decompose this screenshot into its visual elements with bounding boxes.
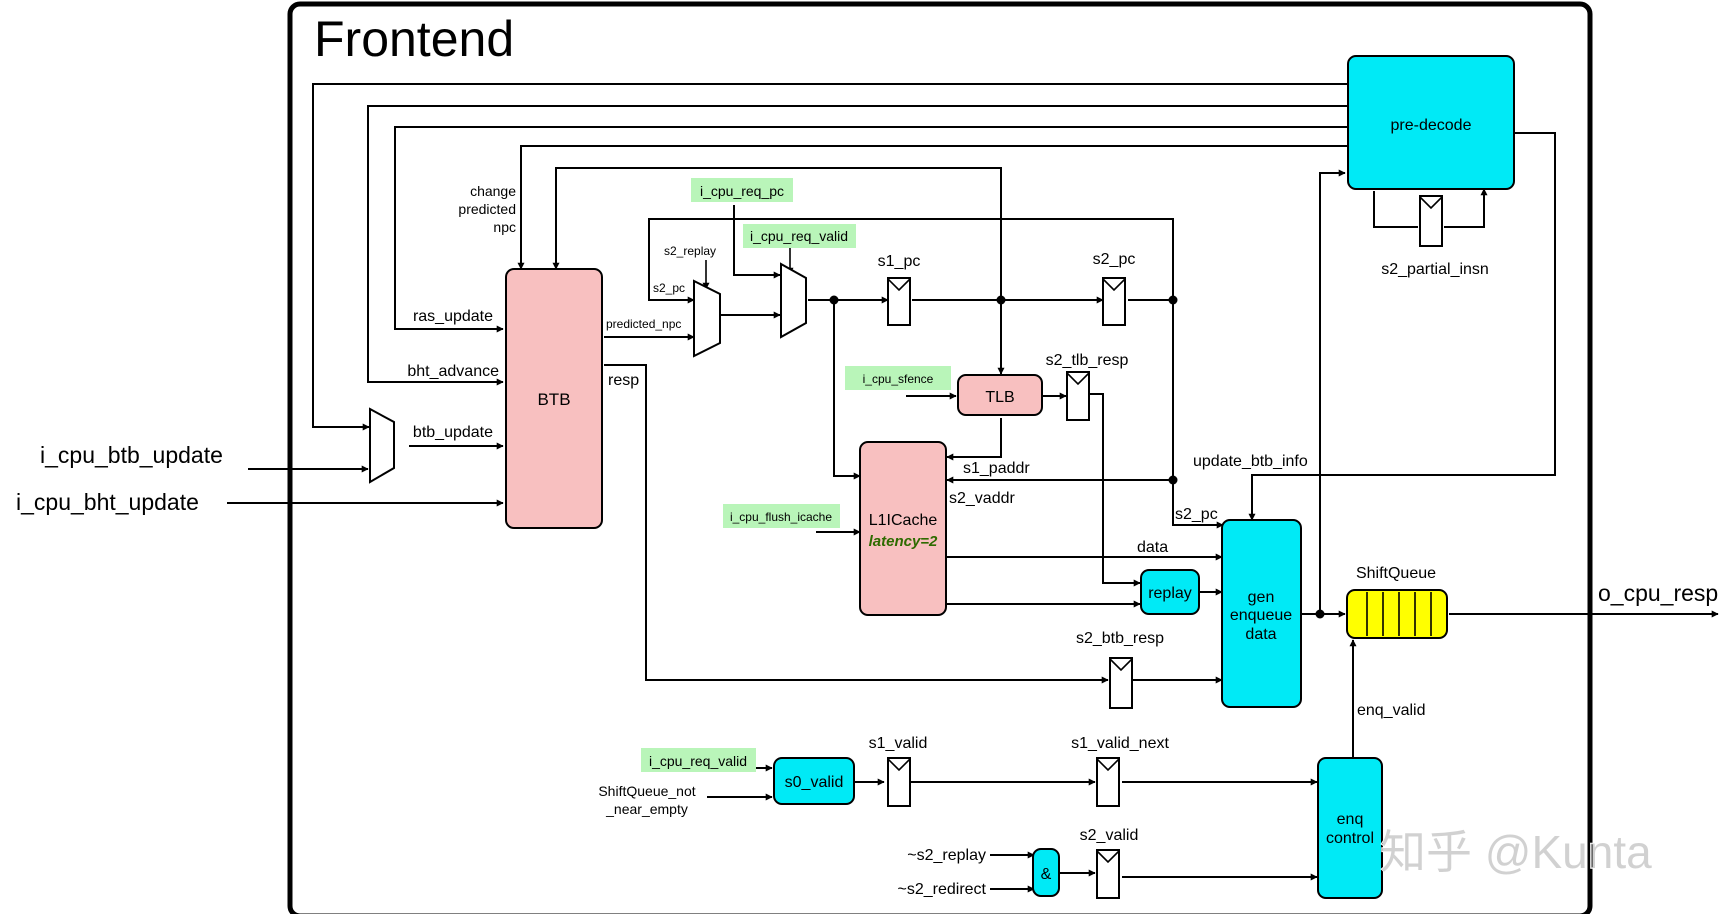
l1icache-block <box>859 441 947 616</box>
gen-enqueue-label-2: enqueue <box>1230 607 1292 624</box>
input-shiftqueue-not-1: ShiftQueue_not <box>598 783 695 799</box>
label-s2-valid: s2_valid <box>1080 827 1139 844</box>
label-s2-pc-gen: s2_pc <box>1175 506 1218 523</box>
label-s1-paddr: s1_paddr <box>963 460 1030 477</box>
label-update-btb-info: update_btb_info <box>1193 453 1308 470</box>
s2-tlb-resp-register <box>1066 371 1090 421</box>
btb-label: BTB <box>537 390 570 409</box>
gen-enqueue-block <box>1221 519 1302 708</box>
label-s2-vaddr: s2_vaddr <box>949 490 1015 507</box>
s0-valid-label: s0_valid <box>785 774 844 791</box>
flush-icache-highlight <box>723 504 840 528</box>
label-s2-tlb-resp: s2_tlb_resp <box>1046 352 1129 369</box>
label-s2-btb-resp: s2_btb_resp <box>1076 630 1164 647</box>
junction-dots <box>829 295 1325 619</box>
label-predicted-npc: predicted_npc <box>606 317 681 331</box>
label-bht-advance: bht_advance <box>407 363 499 380</box>
output-cpu-resp: o_cpu_resp <box>1598 580 1718 606</box>
s2-pc-register <box>1102 277 1126 326</box>
input-req-pc: i_cpu_req_pc <box>700 183 784 199</box>
and-gate-label: & <box>1041 866 1052 883</box>
label-change: change <box>470 183 516 199</box>
s1-valid-register <box>887 757 911 807</box>
shiftqueue-block <box>1346 589 1448 639</box>
input-sfence: i_cpu_sfence <box>863 372 934 386</box>
label-s1-valid-next: s1_valid_next <box>1071 735 1169 752</box>
pc-replay-mux <box>693 279 721 358</box>
pc-request-mux <box>780 262 807 339</box>
label-btb-update: btb_update <box>413 424 493 441</box>
label-npc: npc <box>493 219 516 235</box>
enq-control-label-2: control <box>1326 830 1374 847</box>
frontend-title: Frontend <box>314 11 514 67</box>
replay-label: replay <box>1148 585 1192 602</box>
predecode-block <box>1347 55 1515 190</box>
gen-enqueue-label-1: gen <box>1248 589 1275 606</box>
btb-block <box>505 268 603 529</box>
input-not-s2-replay: ~s2_replay <box>907 847 986 864</box>
predecode-label: pre-decode <box>1391 117 1472 134</box>
frontend-boundary <box>287 1 1593 914</box>
tlb-label: TLB <box>985 389 1014 406</box>
label-s1-valid: s1_valid <box>869 735 928 752</box>
s1-pc-register <box>887 277 911 326</box>
and-gate-block <box>1032 848 1060 897</box>
wires <box>227 83 1719 893</box>
label-s2-partial-insn: s2_partial_insn <box>1381 261 1489 278</box>
req-valid-highlight <box>743 224 856 248</box>
req-valid-2-highlight <box>641 748 756 772</box>
input-bht-update: i_cpu_bht_update <box>16 489 199 515</box>
gen-enqueue-label-3: data <box>1245 626 1276 643</box>
label-s2-pc-mux: s2_pc <box>653 281 685 295</box>
btb-update-mux <box>369 407 395 484</box>
input-shiftqueue-not-2: _near_empty <box>605 801 688 817</box>
s2-valid-register <box>1096 849 1120 899</box>
label-data: data <box>1137 539 1168 556</box>
enq-control-label-1: enq <box>1337 811 1364 828</box>
label-s2-replay: s2_replay <box>664 244 716 258</box>
input-flush-icache: i_cpu_flush_icache <box>730 510 832 524</box>
l1icache-label: L1ICache <box>869 512 938 529</box>
req-pc-highlight <box>691 178 793 202</box>
s1-valid-next-register <box>1096 757 1120 807</box>
shiftqueue-label: ShiftQueue <box>1356 565 1436 582</box>
input-not-s2-redirect: ~s2_redirect <box>898 881 987 898</box>
l1icache-latency: latency=2 <box>869 533 938 550</box>
label-predicted: predicted <box>458 201 516 217</box>
label-s1-pc: s1_pc <box>878 253 921 270</box>
label-ras-update: ras_update <box>413 308 493 325</box>
label-s2-pc: s2_pc <box>1093 251 1136 268</box>
input-btb-update: i_cpu_btb_update <box>40 442 223 468</box>
s2-partial-insn-register <box>1419 195 1443 247</box>
watermark-text: 知乎 @Kunta <box>1380 826 1652 878</box>
s0-valid-block <box>773 757 855 805</box>
input-req-valid: i_cpu_req_valid <box>750 228 848 244</box>
label-resp: resp <box>608 372 639 389</box>
sfence-highlight <box>845 366 951 390</box>
s2-btb-resp-register <box>1109 657 1133 709</box>
replay-block <box>1140 569 1200 615</box>
tlb-block <box>957 374 1043 416</box>
enq-control-block <box>1317 757 1383 899</box>
pipeline-registers <box>887 195 1443 899</box>
label-enq-valid: enq_valid <box>1357 702 1426 719</box>
input-req-valid-2: i_cpu_req_valid <box>649 753 747 769</box>
